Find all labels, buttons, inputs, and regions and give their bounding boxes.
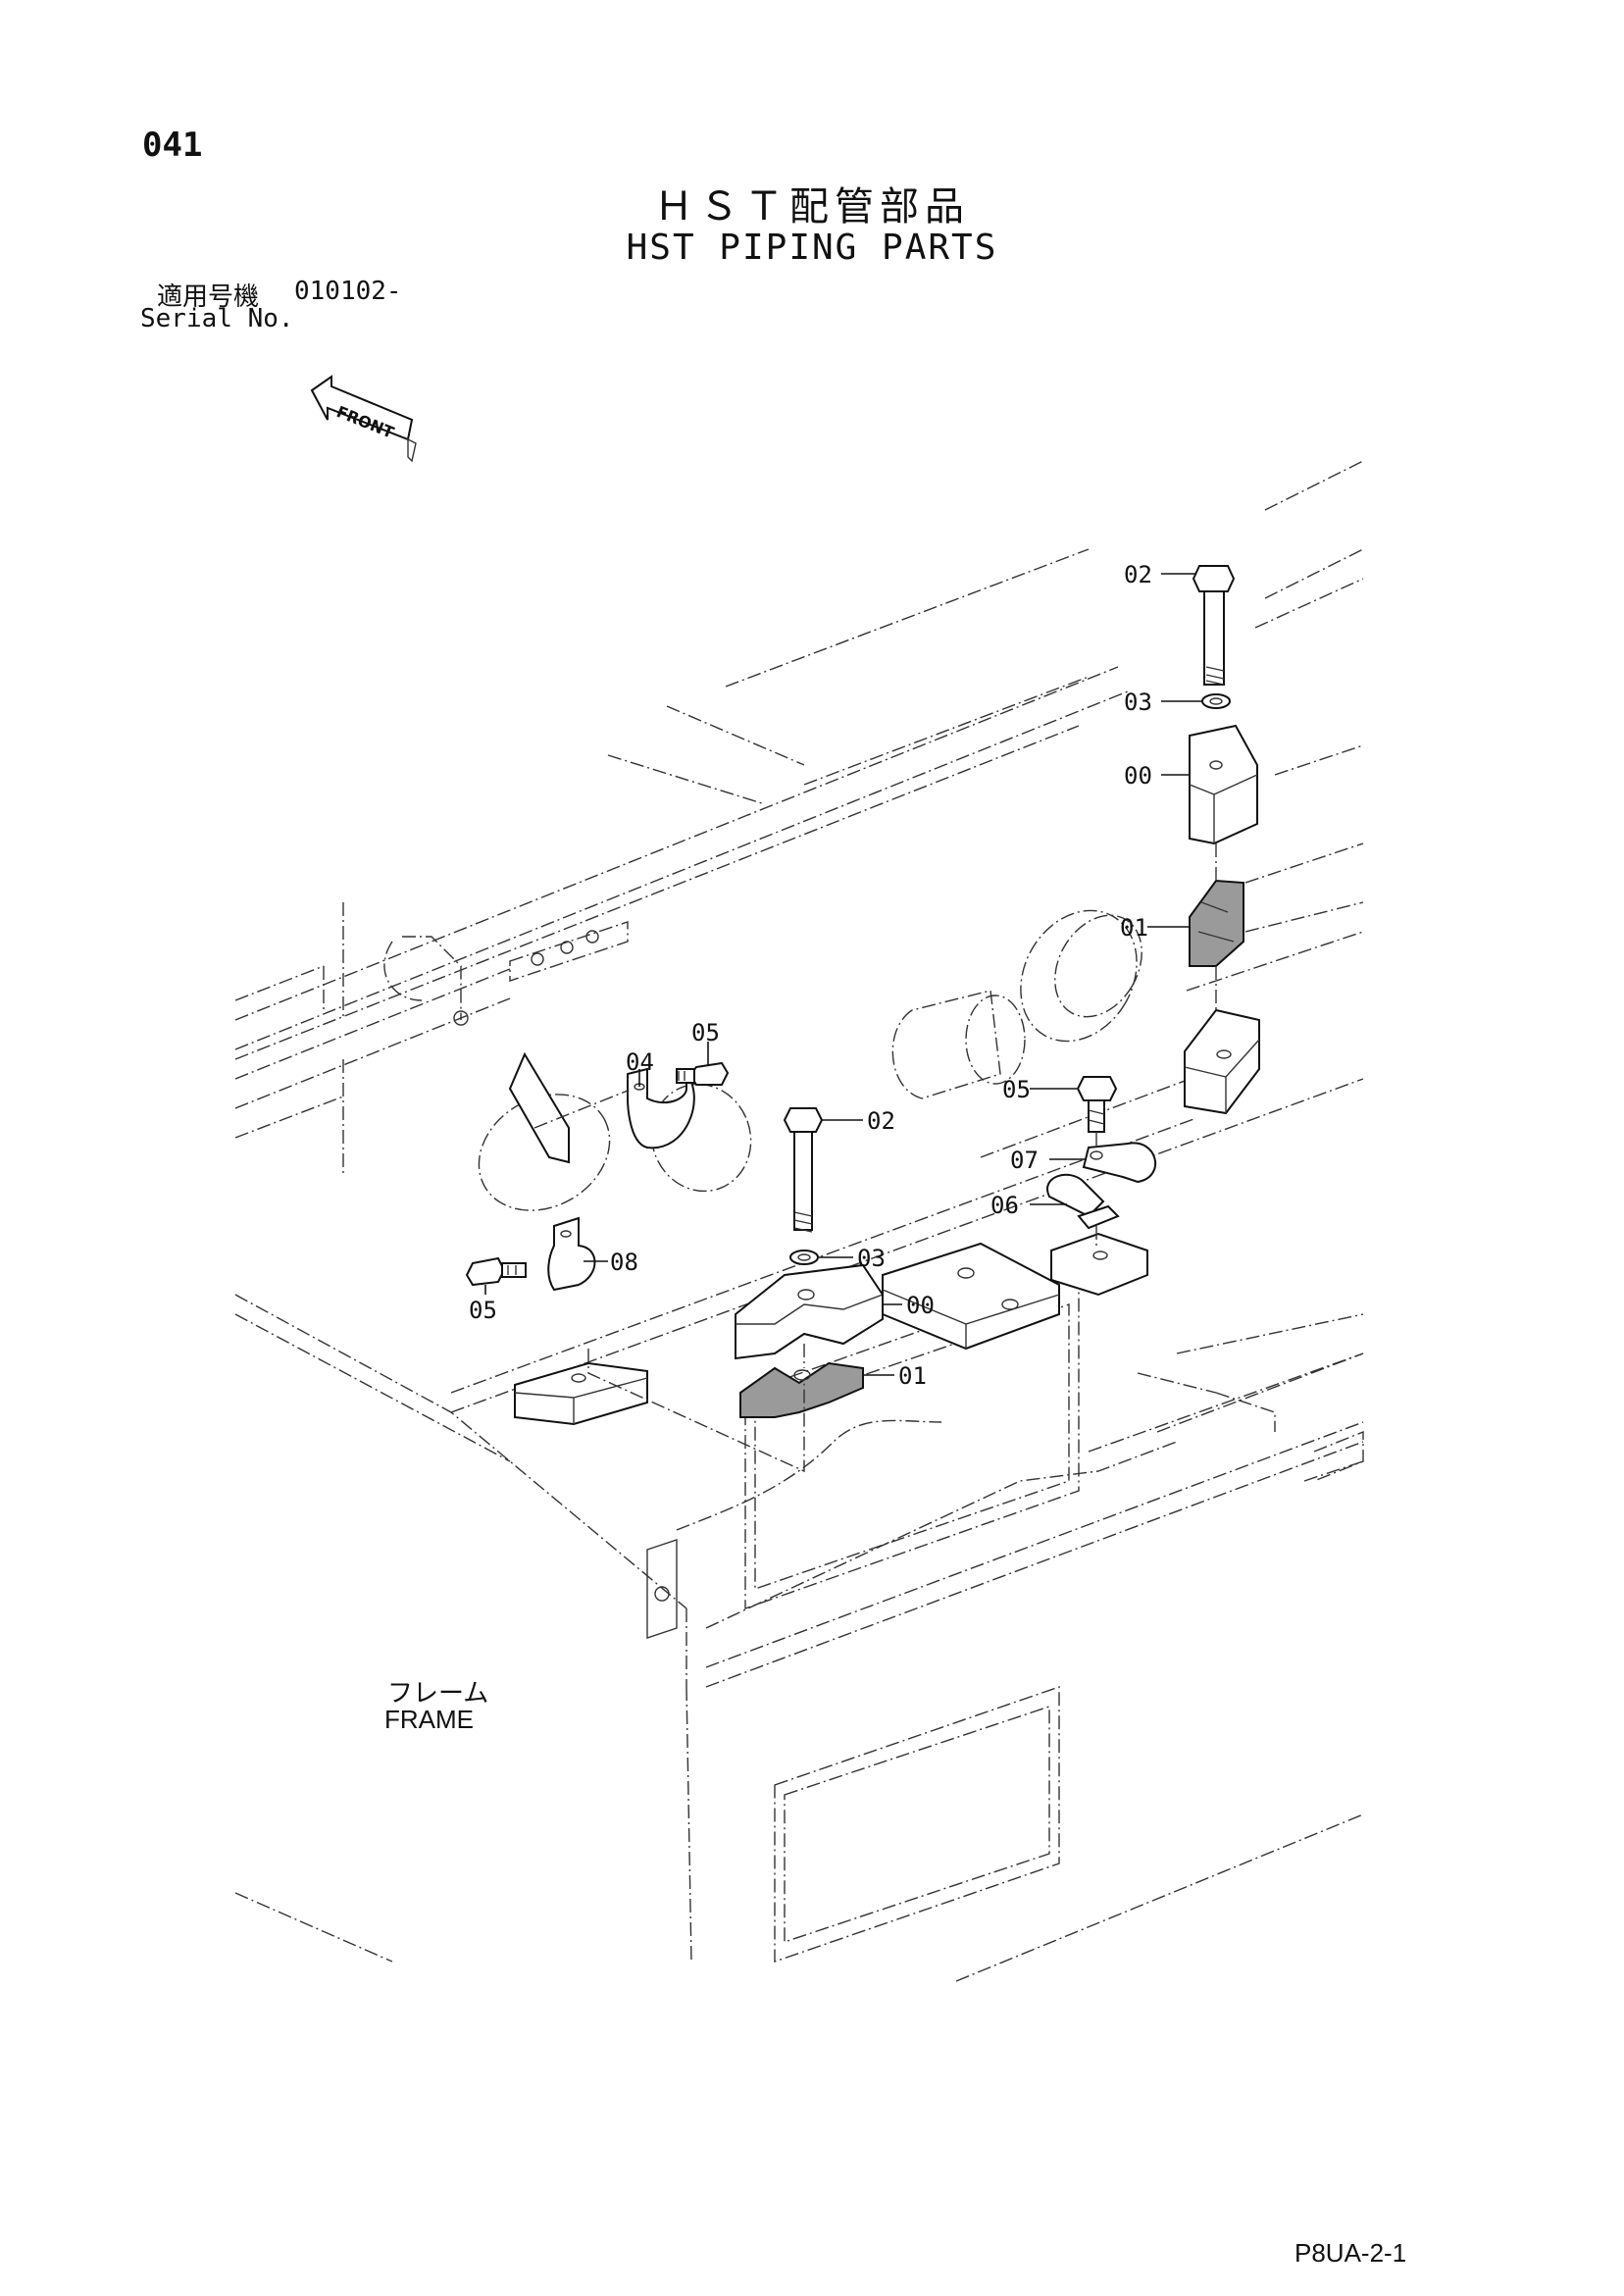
front-arrow-icon: FRONT xyxy=(310,375,417,463)
callout-03-mid: 03 xyxy=(857,1245,886,1272)
callout-00-mid: 00 xyxy=(906,1292,935,1319)
callout-02-mid: 02 xyxy=(867,1107,895,1135)
callout-01-top: 01 xyxy=(1120,914,1148,942)
frame-label-japanese: フレーム xyxy=(387,1679,489,1709)
right-cylinder xyxy=(891,909,1142,1099)
drawing-code: P8UA-2-1 xyxy=(1294,2238,1407,2268)
bracket-assembly-left xyxy=(465,1042,752,1295)
callout-08: 08 xyxy=(610,1249,638,1276)
callout-07: 07 xyxy=(1010,1147,1039,1174)
clamp-assembly-middle xyxy=(514,1107,1060,1473)
page-number: 041 xyxy=(142,126,203,165)
callout-01-mid: 01 xyxy=(898,1362,927,1390)
frame-label-english: FRAME xyxy=(384,1705,474,1734)
callout-05-left: 05 xyxy=(469,1297,497,1324)
clamp-assembly-top xyxy=(1147,565,1260,1115)
title-english: HST PIPING PARTS xyxy=(626,228,998,268)
callout-00-top: 00 xyxy=(1124,762,1152,790)
callout-04: 04 xyxy=(626,1048,654,1076)
callout-05-mid: 05 xyxy=(691,1019,720,1046)
serial-label-english: Serial No. xyxy=(140,304,294,333)
callout-06: 06 xyxy=(990,1192,1019,1219)
serial-value: 010102- xyxy=(294,277,402,306)
serial-label-japanese: 適用号機 xyxy=(157,282,260,312)
callout-02-top: 02 xyxy=(1124,561,1152,588)
callout-05-right: 05 xyxy=(1002,1076,1031,1103)
callout-03-top: 03 xyxy=(1124,689,1152,716)
title-japanese: ＨＳＴ配管部品 xyxy=(654,184,970,230)
clip-assembly-right xyxy=(1030,1076,1156,1297)
